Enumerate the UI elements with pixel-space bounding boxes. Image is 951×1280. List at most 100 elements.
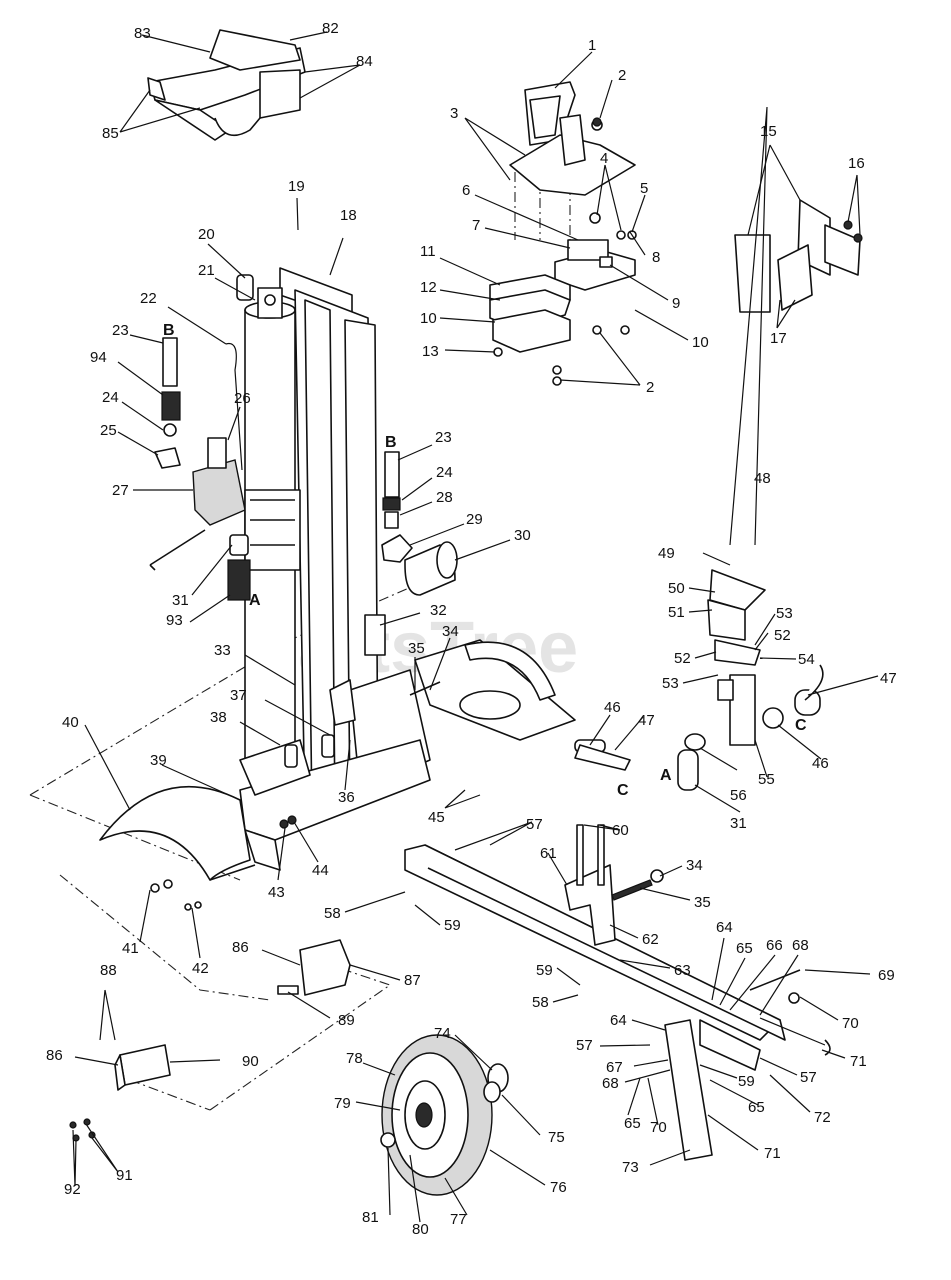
- callout-41: 41: [122, 940, 139, 957]
- callout-17: 17: [770, 330, 787, 347]
- callout-34: 34: [686, 857, 703, 874]
- callout-86: 86: [232, 939, 249, 956]
- callout-33: 33: [214, 642, 231, 659]
- mounting-blocks: [69, 939, 351, 1142]
- callout-78: 78: [346, 1050, 363, 1067]
- callout-26: 26: [234, 390, 251, 407]
- wedge-assembly: [489, 81, 637, 386]
- callout-80: 80: [412, 1221, 429, 1238]
- callout-63: 63: [674, 962, 691, 979]
- wheel-assembly: [380, 1034, 509, 1196]
- callout-1: 1: [588, 37, 596, 54]
- callout-67: 67: [606, 1059, 623, 1076]
- callout-57: 57: [576, 1037, 593, 1054]
- callout-22: 22: [140, 290, 157, 307]
- valve-housing: [574, 569, 824, 791]
- callout-62: 62: [642, 931, 659, 948]
- callout-48: 48: [754, 470, 771, 487]
- callout-53: 53: [776, 605, 793, 622]
- callout-71: 71: [764, 1145, 781, 1162]
- callout-7: 7: [472, 217, 480, 234]
- callout-numbers: 1 2 2 3 4 5 6 7 8 9 10 10 11 12 13 15 16…: [46, 20, 897, 1238]
- callout-77: 77: [450, 1211, 467, 1228]
- callout-28: 28: [436, 489, 453, 506]
- callout-46: 46: [812, 755, 829, 772]
- callout-24: 24: [102, 389, 119, 406]
- callout-16: 16: [848, 155, 865, 172]
- callout-66: 66: [766, 937, 783, 954]
- callout-71: 71: [850, 1053, 867, 1070]
- callout-51: 51: [668, 604, 685, 621]
- callout-58: 58: [532, 994, 549, 1011]
- callout-68: 68: [792, 937, 809, 954]
- callout-65: 65: [748, 1099, 765, 1116]
- callout-24: 24: [436, 464, 453, 481]
- callout-57: 57: [800, 1069, 817, 1086]
- callout-10: 10: [692, 334, 709, 351]
- callout-2: 2: [646, 379, 654, 396]
- callout-64: 64: [610, 1012, 627, 1029]
- main-frame: [99, 734, 431, 911]
- top-bracket-assembly: [147, 29, 306, 141]
- callout-35: 35: [694, 894, 711, 911]
- callout-23: 23: [435, 429, 452, 446]
- callout-61: 61: [540, 845, 557, 862]
- callout-15: 15: [760, 123, 777, 140]
- callout-34: 34: [442, 623, 459, 640]
- callout-60: 60: [612, 822, 629, 839]
- callout-9: 9: [672, 295, 680, 312]
- callout-8: 8: [652, 249, 660, 266]
- callout-53: 53: [662, 675, 679, 692]
- callout-84: 84: [356, 53, 373, 70]
- callout-89: 89: [338, 1012, 355, 1029]
- callout-13: 13: [422, 343, 439, 360]
- connection-letter-c: C: [617, 782, 629, 799]
- callout-30: 30: [514, 527, 531, 544]
- callout-21: 21: [198, 262, 215, 279]
- callout-87: 87: [404, 972, 421, 989]
- connection-letter-a: A: [249, 592, 261, 609]
- callout-20: 20: [198, 226, 215, 243]
- callout-2: 2: [618, 67, 626, 84]
- control-valve: [149, 437, 301, 571]
- callout-64: 64: [716, 919, 733, 936]
- callout-81: 81: [362, 1209, 379, 1226]
- callout-23: 23: [112, 322, 129, 339]
- callout-68: 68: [602, 1075, 619, 1092]
- callout-35: 35: [408, 640, 425, 657]
- leader-lines: [72, 31, 879, 1223]
- callout-57: 57: [526, 816, 543, 833]
- callout-90: 90: [242, 1053, 259, 1070]
- callout-50: 50: [668, 580, 685, 597]
- callout-36: 36: [338, 789, 355, 806]
- callout-92: 92: [64, 1181, 81, 1198]
- callout-52: 52: [674, 650, 691, 667]
- callout-88: 88: [100, 962, 117, 979]
- callout-59: 59: [536, 962, 553, 979]
- callout-83: 83: [134, 25, 151, 42]
- callout-11: 11: [420, 243, 436, 260]
- callout-47: 47: [880, 670, 897, 687]
- tow-tongue: [404, 824, 831, 1161]
- callout-70: 70: [650, 1119, 667, 1136]
- connection-letter-b: B: [163, 322, 175, 339]
- callout-91: 91: [116, 1167, 133, 1184]
- callout-5: 5: [640, 180, 648, 197]
- callout-55: 55: [758, 771, 775, 788]
- callout-43: 43: [268, 884, 285, 901]
- callout-25: 25: [100, 422, 117, 439]
- callout-10: 10: [420, 310, 437, 327]
- callout-75: 75: [548, 1129, 565, 1146]
- callout-93: 93: [166, 612, 183, 629]
- left-hose-parts: [154, 337, 251, 601]
- callout-47: 47: [638, 712, 655, 729]
- callout-38: 38: [210, 709, 227, 726]
- connection-letter-b: B: [385, 434, 397, 451]
- callout-69: 69: [878, 967, 895, 984]
- filter-assembly: [381, 451, 458, 596]
- callout-65: 65: [736, 940, 753, 957]
- callout-12: 12: [420, 279, 437, 296]
- callout-27: 27: [112, 482, 129, 499]
- callout-56: 56: [730, 787, 747, 804]
